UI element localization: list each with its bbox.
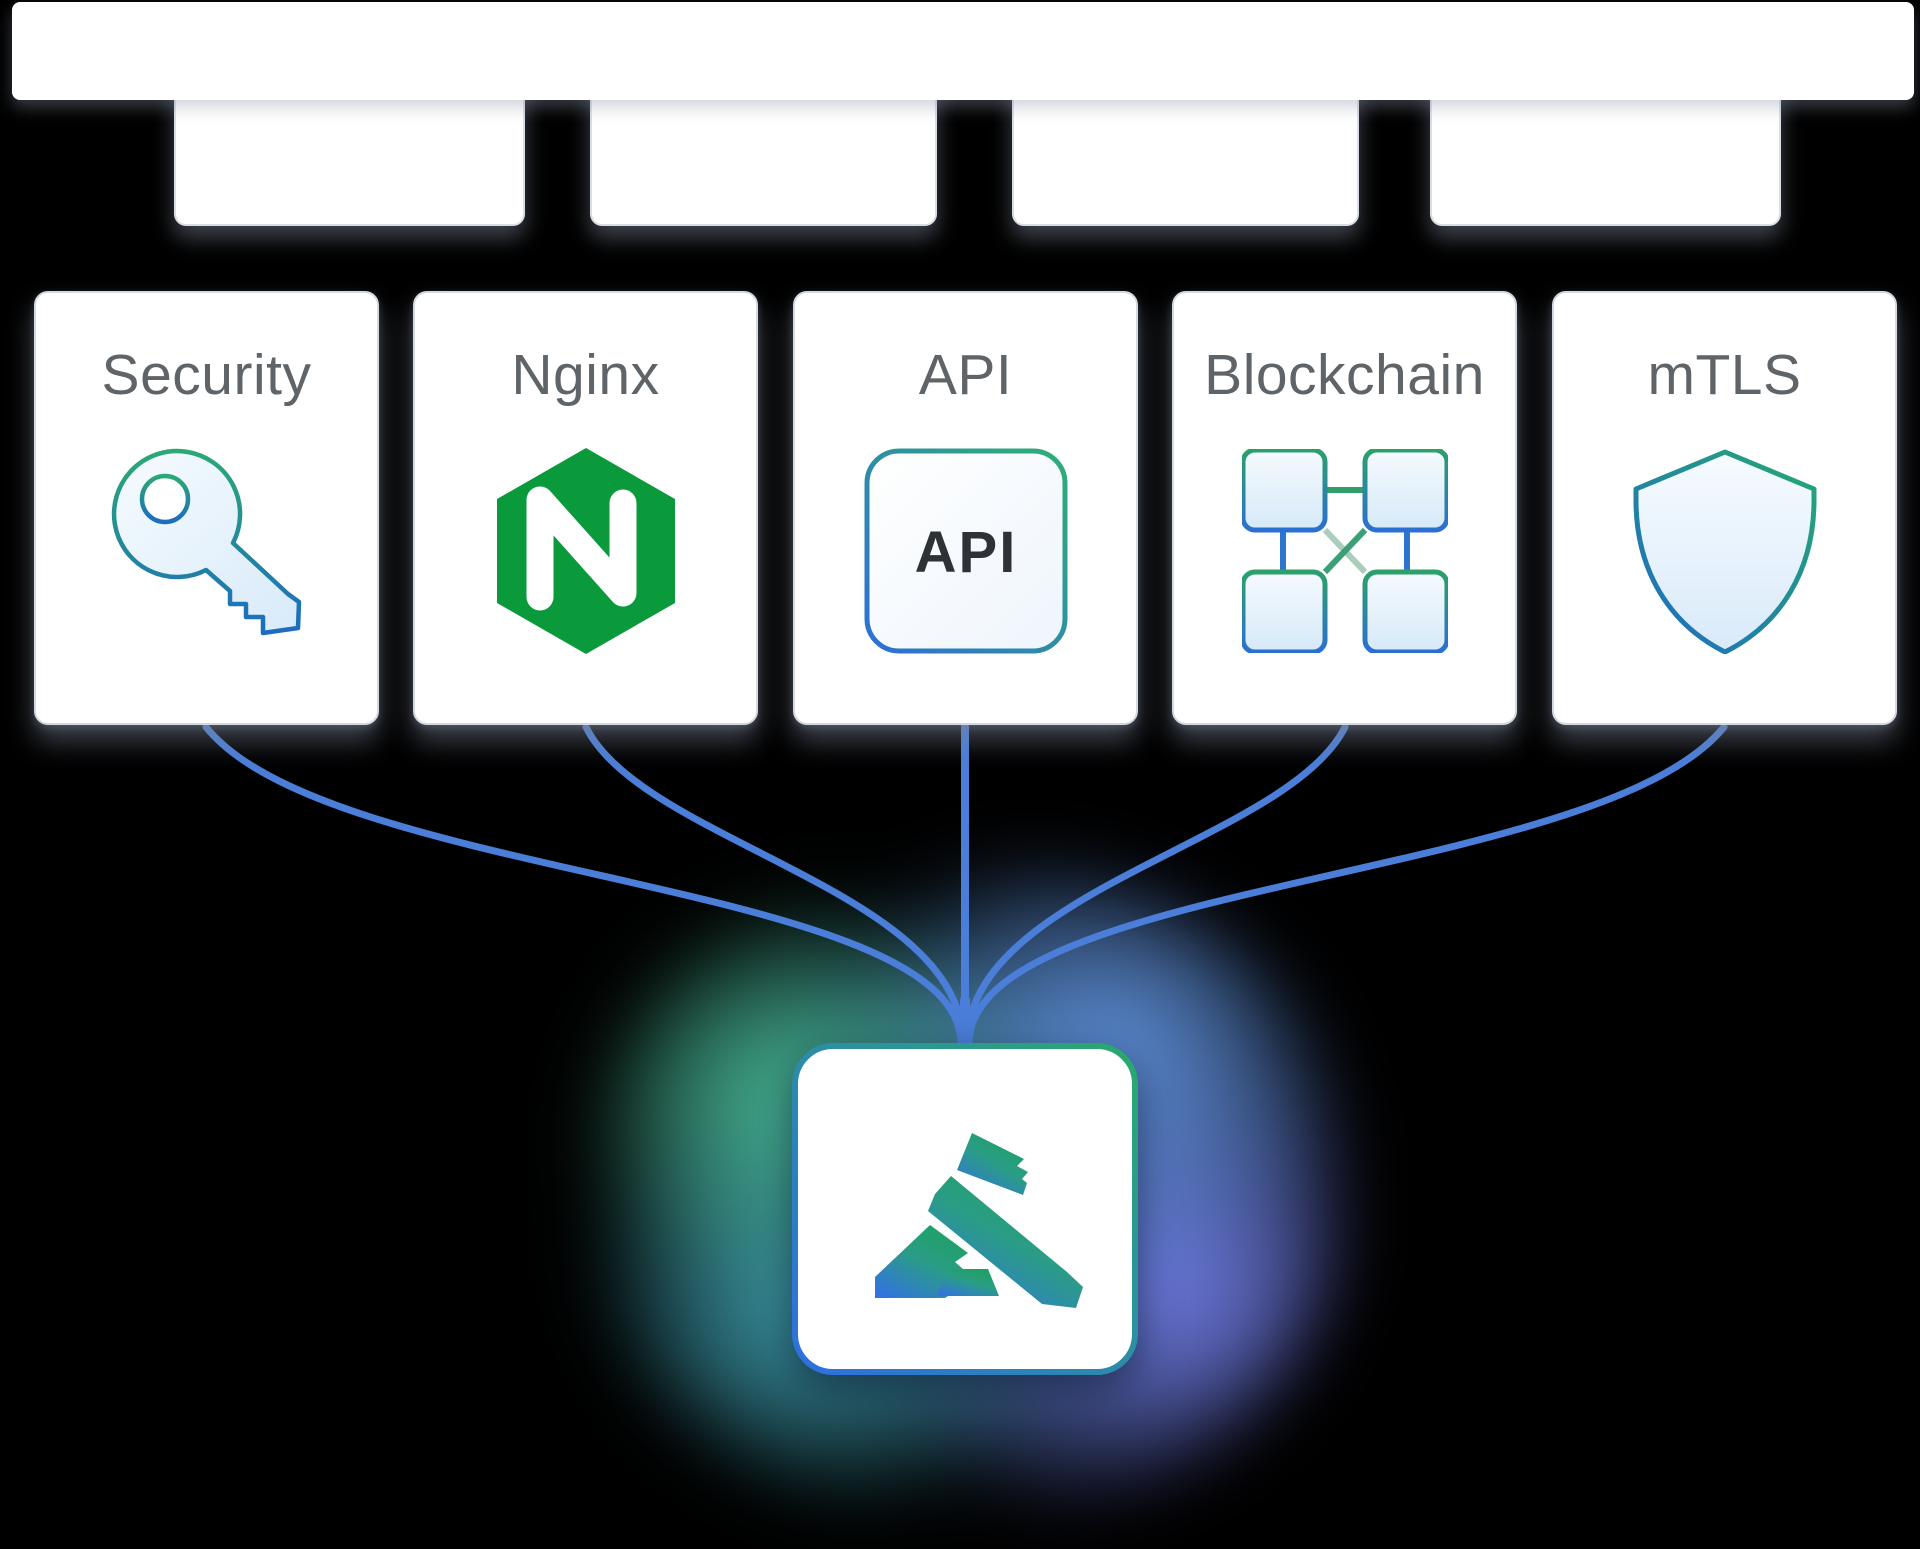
connector-mtls	[965, 723, 1728, 1048]
card-nginx: Nginx	[413, 291, 758, 725]
connector-blockchain	[963, 723, 1349, 1048]
connector-security	[202, 723, 965, 1048]
card-label: Nginx	[511, 343, 660, 407]
api-box-icon: API	[864, 448, 1067, 654]
gorilla-knuckle	[937, 1269, 999, 1296]
blockchain-icon	[1241, 449, 1448, 653]
card-label: mTLS	[1647, 343, 1802, 407]
card-label: Blockchain	[1204, 343, 1485, 407]
shield-icon	[1633, 449, 1816, 654]
card-label: API	[918, 343, 1013, 407]
api-icon-text: API	[914, 520, 1017, 585]
key-icon	[111, 448, 301, 636]
card-mtls: mTLS	[1552, 291, 1897, 725]
nginx-logo-icon	[496, 448, 675, 654]
gorilla-head	[957, 1133, 1028, 1195]
card-blockchain: Blockchain	[1172, 291, 1517, 725]
card-security: Security	[34, 291, 379, 725]
center-logo-box	[792, 1043, 1138, 1375]
card-label: Security	[101, 343, 312, 407]
kong-gorilla-logo-icon	[875, 1133, 1083, 1308]
connector-nginx	[582, 723, 967, 1048]
gorilla-arm	[928, 1176, 1083, 1308]
card-api: API API	[793, 291, 1138, 725]
top-header-band	[12, 2, 1914, 100]
